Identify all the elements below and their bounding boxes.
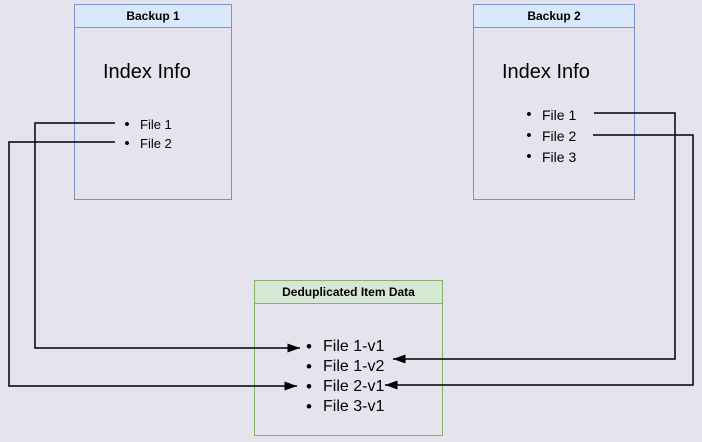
list-item: File 1 — [122, 115, 172, 134]
backup2-title: Backup 2 — [474, 5, 634, 28]
list-item: File 2 — [122, 134, 172, 153]
list-item: File 1-v2 — [304, 357, 384, 377]
list-item: File 2-v1 — [304, 377, 384, 397]
list-item: File 2 — [524, 125, 576, 146]
backup1-box: Backup 1 Index Info File 1 File 2 — [74, 4, 232, 200]
list-item: File 1 — [524, 104, 576, 125]
backup1-file-list: File 1 File 2 — [122, 115, 172, 153]
backup2-file-list: File 1 File 2 File 3 — [524, 104, 576, 167]
backup1-index-info-label: Index Info — [103, 61, 191, 83]
dedup-file-list: File 1-v1 File 1-v2 File 2-v1 File 3-v1 — [304, 337, 384, 417]
list-item: File 1-v1 — [304, 337, 384, 357]
list-item: File 3-v1 — [304, 397, 384, 417]
dedup-title: Deduplicated Item Data — [255, 281, 442, 304]
backup1-title: Backup 1 — [75, 5, 231, 28]
backup2-box: Backup 2 Index Info File 1 File 2 File 3 — [473, 4, 635, 200]
dedup-box: Deduplicated Item Data File 1-v1 File 1-… — [254, 280, 443, 436]
backup2-index-info-label: Index Info — [502, 61, 590, 83]
list-item: File 3 — [524, 146, 576, 167]
